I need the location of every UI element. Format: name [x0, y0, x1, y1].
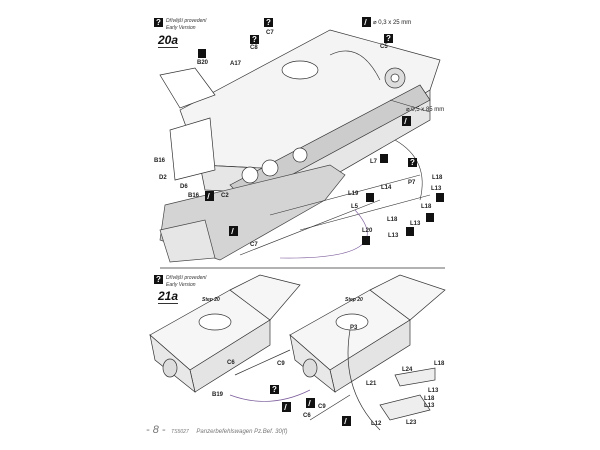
question-icon: ? [384, 34, 393, 43]
part-label: L24 [402, 367, 413, 373]
kit-title: Panzerbefehlswagen Pz.Bef. 30(f) [196, 429, 288, 435]
wire-dimension: ⌀ 0,5 x 85 mm [406, 107, 445, 113]
part-label: C9 [318, 404, 326, 410]
part-label: B20 [197, 60, 209, 66]
part-label: L18 [387, 217, 398, 223]
question-icon: ? [250, 35, 259, 44]
part-leader-lines [239, 50, 431, 259]
cement-icon [362, 236, 370, 245]
step-number-20a: 20a [158, 33, 179, 48]
part-label: C2 [221, 193, 229, 199]
part-label: B16 [154, 158, 166, 164]
early-version-cz: Dřívější provedení [166, 275, 207, 281]
early-version-cz: Dřívější provedení [166, 18, 207, 24]
part-label: L18 [424, 396, 435, 402]
part-label: C6 [303, 413, 311, 419]
part-label: L18 [421, 204, 432, 210]
part-label: L18 [434, 361, 445, 367]
part-label: L14 [381, 185, 392, 191]
glue-icon [229, 226, 238, 236]
glue-icon [306, 398, 315, 408]
question-icon: ? [154, 275, 163, 284]
part-label: L13 [424, 403, 435, 409]
question-icon: ? [408, 158, 417, 167]
early-version-en: Early Version [166, 25, 196, 31]
hull-rear-drawings [149, 274, 446, 431]
part-label: C9 [277, 361, 285, 367]
wire-icon [362, 17, 371, 27]
part-label: L13 [431, 186, 442, 192]
step-number-21a: 21a [158, 289, 179, 304]
part-label: A17 [230, 61, 242, 67]
page-footer: - 8 - TS5027 Panzerbefehlswagen Pz.Bef. … [146, 424, 287, 436]
glue-icon [342, 416, 351, 426]
cement-icon [380, 154, 388, 163]
glue-icon [282, 402, 291, 412]
part-label: P3 [350, 325, 358, 331]
kit-code: TS5027 [171, 429, 189, 435]
step-reference: Step 20 [345, 297, 363, 303]
part-label: L13 [428, 388, 439, 394]
cement-icon [406, 227, 414, 236]
step-reference: Step 20 [202, 297, 220, 303]
question-icon: ? [154, 18, 163, 27]
part-label: C5 [380, 44, 388, 50]
early-version-en: Early Version [166, 282, 196, 288]
cement-icon [366, 193, 374, 202]
cement-icon [198, 49, 206, 58]
early-version-note: Dřívější provedení Early Version [166, 275, 207, 289]
part-label: L13 [410, 221, 421, 227]
early-version-note: Dřívější provedení Early Version [166, 18, 207, 32]
part-label: B19 [212, 392, 224, 398]
part-label: C8 [250, 45, 258, 51]
part-label: L19 [348, 191, 359, 197]
part-label: L5 [351, 204, 359, 210]
cement-icon [426, 213, 434, 222]
part-label: C7 [266, 30, 274, 36]
part-label: L7 [370, 159, 378, 165]
part-label: D2 [159, 175, 167, 181]
part-label: P7 [408, 180, 416, 186]
cement-icon [436, 193, 444, 202]
glue-icon [205, 191, 214, 201]
fender-drawing [159, 164, 346, 263]
question-icon: ? [270, 385, 279, 394]
part-label: L20 [362, 228, 373, 234]
part-label: B16 [188, 193, 200, 199]
part-label: L13 [388, 233, 399, 239]
part-label: C6 [227, 360, 235, 366]
part-label: L12 [371, 421, 382, 427]
part-label: C7 [250, 242, 258, 248]
question-icon: ? [264, 18, 273, 27]
wire-icon [402, 116, 411, 126]
part-label: L23 [406, 420, 417, 426]
wire-dimension: ⌀ 0,3 x 25 mm [373, 20, 412, 26]
part-label: L21 [366, 381, 377, 387]
page-number: - 8 - [146, 424, 166, 436]
part-label: L18 [432, 175, 443, 181]
part-label: D6 [180, 184, 188, 190]
